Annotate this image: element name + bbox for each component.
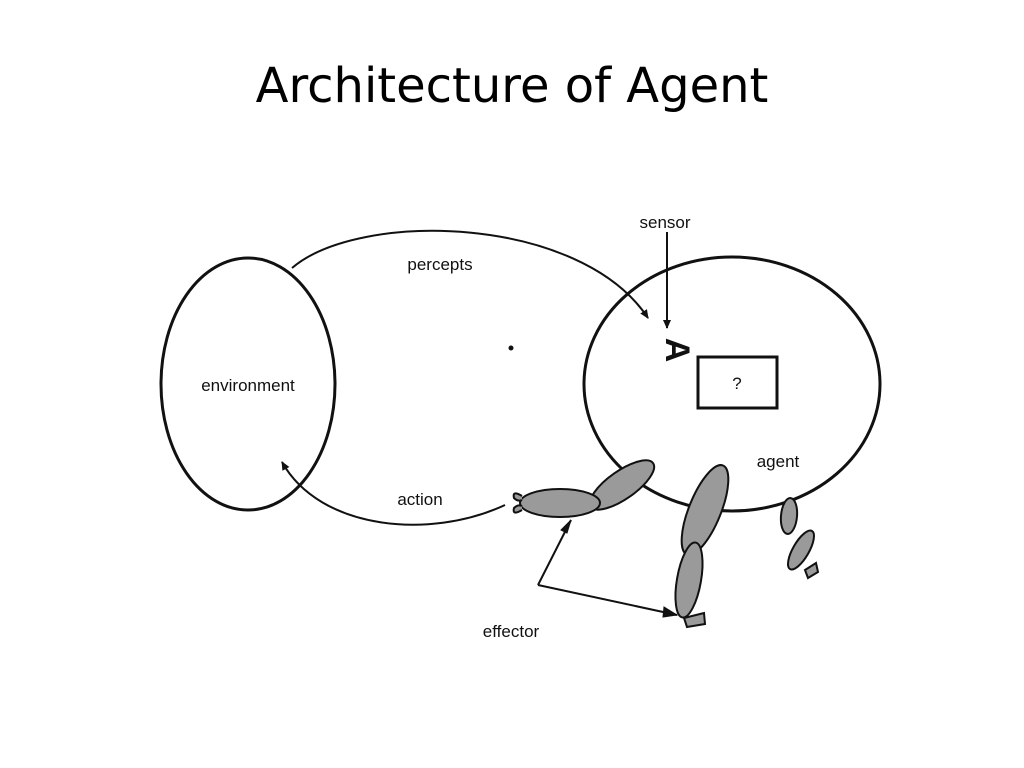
percepts-arrow (291, 229, 649, 319)
action-label: action (397, 490, 442, 509)
environment-label: environment (201, 376, 295, 395)
back-foot-icon (803, 561, 820, 580)
sensor-glyph: A (658, 338, 696, 363)
agent-ellipse (582, 255, 882, 513)
unknown-box (696, 355, 779, 410)
percepts-label: percepts (407, 255, 472, 274)
effector-pointer-lines (537, 519, 678, 616)
stray-dot (508, 345, 514, 351)
slide-title: Architecture of Agent (255, 58, 769, 114)
front-leg-lower-limb (674, 541, 704, 619)
environment-ellipse (159, 256, 337, 512)
effector-label: effector (483, 622, 540, 641)
arm-forearm-limb (519, 488, 601, 518)
unknown-box-label: ? (732, 374, 741, 393)
effector-arrowhead-arm (560, 519, 572, 534)
hand-claw-icon (512, 492, 523, 514)
front-foot-icon (682, 611, 707, 629)
back-leg-lower-limb (787, 529, 815, 571)
back-leg-upper-limb (779, 497, 799, 535)
sensor-label: sensor (639, 213, 690, 232)
agent-label: agent (757, 452, 800, 471)
action-arrow (281, 461, 506, 526)
effector-arrowhead-leg (662, 606, 679, 618)
